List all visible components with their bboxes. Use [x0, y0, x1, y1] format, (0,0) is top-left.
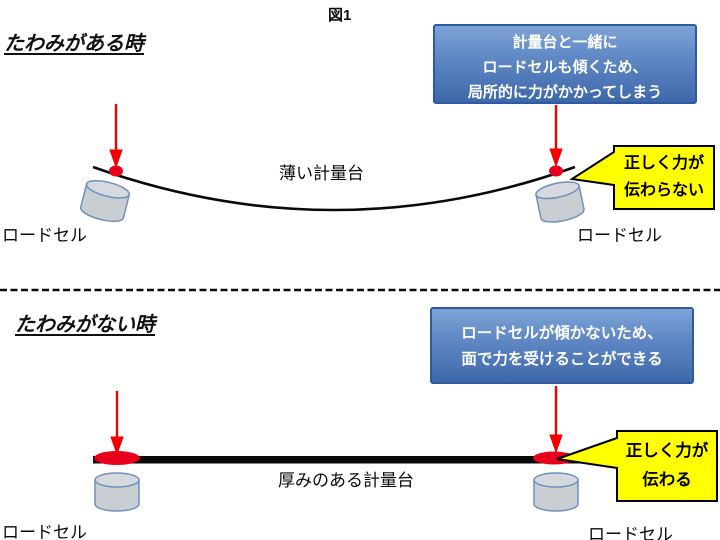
load-cell-cylinder-top-right [533, 178, 587, 226]
contact-surface-pad-left [94, 451, 140, 465]
contact-surface-pad-right [533, 451, 575, 465]
force-arrow-bottom-right [549, 386, 563, 454]
section2-blue-callout: ロードセルが傾かないため、 面で力を受けることができる [430, 307, 694, 384]
section2-yellow-callout-text: 正しく力が 伝わる [625, 442, 709, 489]
force-arrow-top-right [549, 105, 563, 168]
figure-title: 図1 [328, 7, 352, 24]
section2-heading: たわみがない時 [15, 314, 155, 336]
force-arrow-bottom-left [110, 391, 124, 456]
load-cell-label-top-right: ロードセル [577, 226, 662, 245]
thin-platform-curve [92, 165, 576, 212]
force-arrow-top-left [109, 104, 123, 169]
load-cell-label-top-left: ロードセル [2, 226, 87, 245]
contact-point-dot-right [549, 165, 563, 177]
section1-blue-callout: 計量台と一緒に ロードセルも傾くため、 局所的に力がかかってしまう [433, 24, 697, 104]
load-cell-cylinder-bottom-left [94, 472, 140, 512]
speech-bubble-bottom [556, 430, 718, 502]
speech-bubble-top [569, 145, 715, 210]
load-cell-label-bottom-right: ロードセル [588, 525, 673, 540]
contact-point-dot-left [109, 165, 123, 177]
load-cell-label-bottom-left: ロードセル [2, 523, 87, 540]
thin-platform-label: 薄い計量台 [279, 164, 364, 183]
thick-platform-label: 厚みのある計量台 [278, 471, 414, 490]
load-cell-cylinder-top-left [78, 176, 132, 226]
section1-yellow-callout-text: 正しく力が 伝わらない [623, 155, 704, 199]
thick-platform-bar [93, 456, 587, 464]
section1-heading: たわみがある時 [4, 33, 144, 55]
load-cell-cylinder-bottom-right [533, 472, 579, 512]
